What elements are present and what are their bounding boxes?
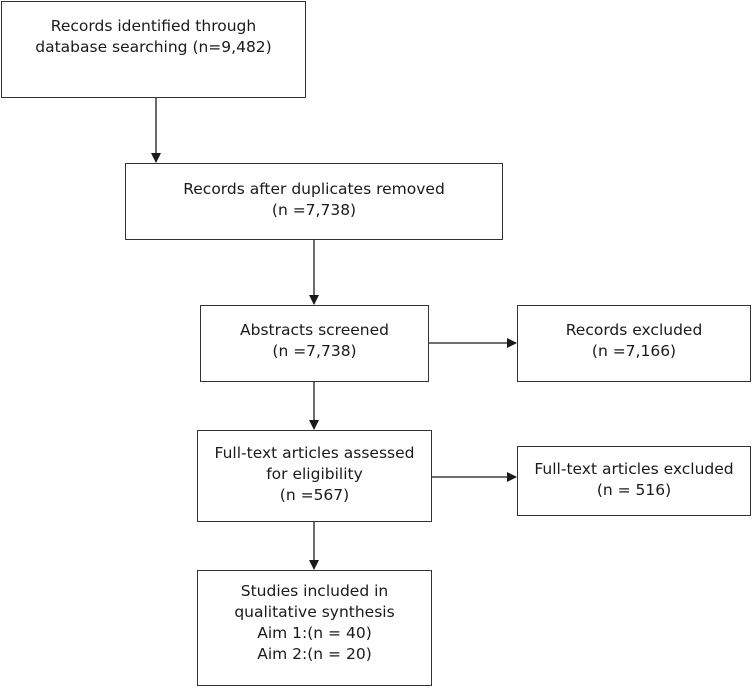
fulltext-assessed-box: Full-text articles assessed for eligibil… — [197, 430, 432, 522]
studies-included-line-3: Aim 1:(n = 40) — [257, 624, 372, 642]
fulltext-excluded-box: Full-text articles excluded (n = 516) — [517, 446, 751, 516]
studies-included-box: Studies included in qualitative synthesi… — [197, 570, 432, 686]
records-deduplicated-line-1: Records after duplicates removed — [183, 180, 445, 198]
records-excluded-line-1: Records excluded — [565, 321, 703, 339]
records-deduplicated-box: Records after duplicates removed (n =7,7… — [125, 163, 503, 240]
records-identified-box: Records identified through database sear… — [1, 1, 306, 98]
fulltext-excluded-line-2: (n = 516) — [596, 481, 672, 499]
records-excluded-line-2: (n =7,166) — [591, 342, 677, 360]
records-excluded-box: Records excluded (n =7,166) — [517, 305, 751, 382]
fulltext-assessed-line-3: (n =567) — [279, 486, 350, 504]
abstracts-screened-box: Abstracts screened (n =7,738) — [200, 305, 429, 382]
studies-included-line-2: qualitative synthesis — [234, 603, 395, 621]
records-identified-line-1: Records identified through — [50, 17, 257, 35]
fulltext-excluded-line-1: Full-text articles excluded — [534, 460, 734, 478]
fulltext-assessed-line-2: for eligibility — [266, 465, 363, 483]
studies-included-line-1: Studies included in — [240, 582, 389, 600]
abstracts-screened-line-2: (n =7,738) — [272, 342, 357, 360]
records-identified-line-2: database searching (n=9,482) — [35, 38, 272, 56]
studies-included-line-4: Aim 2:(n = 20) — [257, 645, 372, 663]
records-deduplicated-line-2: (n =7,738) — [271, 201, 357, 219]
fulltext-assessed-line-1: Full-text articles assessed — [214, 444, 415, 462]
abstracts-screened-line-1: Abstracts screened — [240, 321, 389, 339]
